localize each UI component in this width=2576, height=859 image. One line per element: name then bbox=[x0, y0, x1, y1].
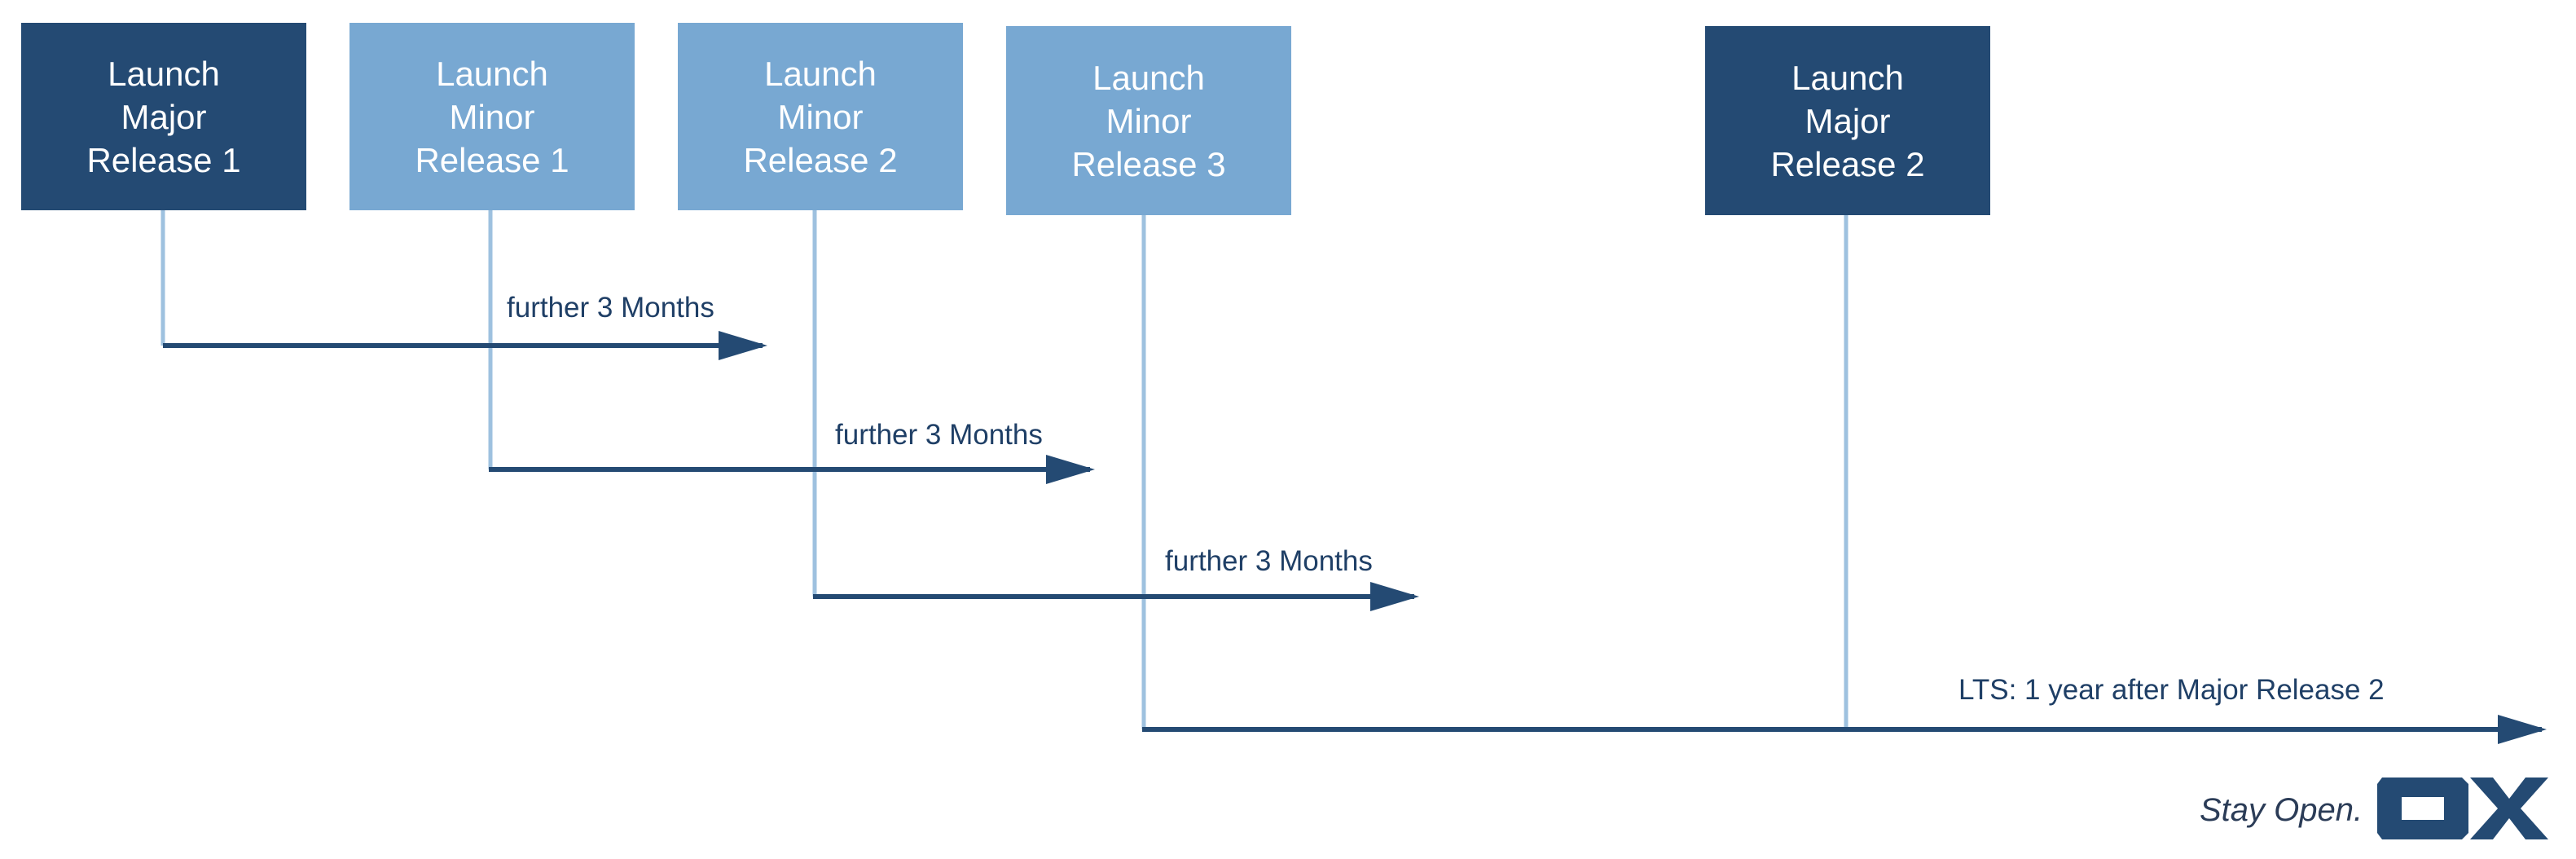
arrow-label-further-3-months-3: further 3 Months bbox=[1165, 545, 1373, 577]
box-text-line: Launch bbox=[1092, 58, 1205, 97]
tagline: Stay Open. bbox=[2200, 792, 2363, 828]
box-text-line: Major bbox=[121, 97, 207, 136]
box-text-line: Minor bbox=[1106, 101, 1192, 140]
box-text-line: Launch bbox=[436, 54, 548, 93]
box-text-line: Release 1 bbox=[86, 140, 241, 179]
arrow-label-further-3-months-1: further 3 Months bbox=[507, 292, 714, 324]
box-text-line: Release 2 bbox=[1770, 144, 1925, 183]
box-launch-minor-release-3: Launch Minor Release 3 bbox=[1006, 26, 1291, 215]
box-text-line: Launch bbox=[764, 54, 877, 93]
arrow-label-further-3-months-2: further 3 Months bbox=[835, 419, 1043, 451]
box-text-line: Minor bbox=[449, 97, 535, 136]
box-text-line: Release 2 bbox=[743, 140, 898, 179]
box-text-line: Minor bbox=[777, 97, 864, 136]
box-text-line: Major bbox=[1805, 101, 1891, 140]
box-text-line: Launch bbox=[1791, 58, 1904, 97]
box-launch-major-release-2: Launch Major Release 2 bbox=[1705, 26, 1990, 215]
arrow-label-lts: LTS: 1 year after Major Release 2 bbox=[1958, 674, 2385, 706]
box-text-line: Release 3 bbox=[1071, 144, 1226, 183]
box-launch-minor-release-2: Launch Minor Release 2 bbox=[678, 23, 963, 210]
box-launch-major-release-1: Launch Major Release 1 bbox=[21, 23, 306, 210]
box-text-line: Launch bbox=[108, 54, 220, 93]
ox-logo-icon bbox=[2377, 778, 2548, 839]
box-launch-minor-release-1: Launch Minor Release 1 bbox=[349, 23, 635, 210]
footer-brand: Stay Open. bbox=[2200, 776, 2550, 841]
box-text-line: Release 1 bbox=[415, 140, 569, 179]
